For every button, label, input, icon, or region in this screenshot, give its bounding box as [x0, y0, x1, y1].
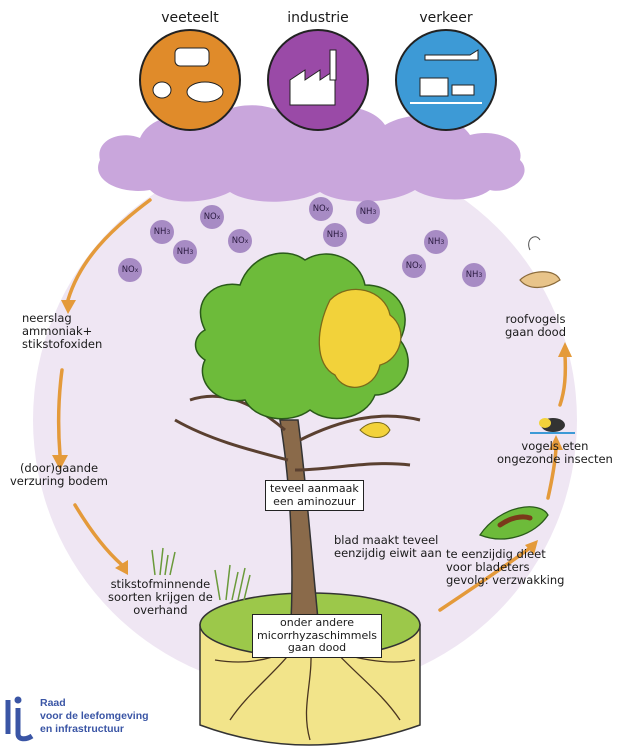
rli-logo-mark [2, 694, 42, 744]
label-blad: blad maakt teveel eenzijdig eiwit aan [334, 534, 442, 560]
box-micorrhyza: onder andere micorrhyzaschimmels gaan do… [252, 614, 382, 658]
source-circle-veeteelt [140, 30, 240, 130]
label-neerslag: neerslag ammoniak+ stikstofoxiden [22, 312, 102, 351]
label-verzuring: (door)gaande verzuring bodem [10, 462, 108, 488]
source-label-verkeer: verkeer [391, 10, 501, 26]
box-aminozuur: teveel aanmaak een aminozuur [265, 480, 364, 511]
label-vogels: vogels eten ongezonde insecten [497, 440, 613, 466]
logo-line-3: en infrastructuur [40, 723, 124, 735]
logo-line-1: Raad [40, 697, 66, 709]
label-dieet: te eenzijdig dieet voor bladeters gevolg… [446, 548, 564, 587]
source-label-veeteelt: veeteelt [135, 10, 245, 26]
logo-line-2: voor de leefomgeving [40, 710, 149, 722]
label-roofvogels: roofvogels gaan dood [505, 313, 566, 339]
source-label-industrie: industrie [263, 10, 373, 26]
source-circles [140, 30, 496, 130]
label-stikstofminnende: stikstofminnende soorten krijgen de over… [108, 578, 213, 617]
